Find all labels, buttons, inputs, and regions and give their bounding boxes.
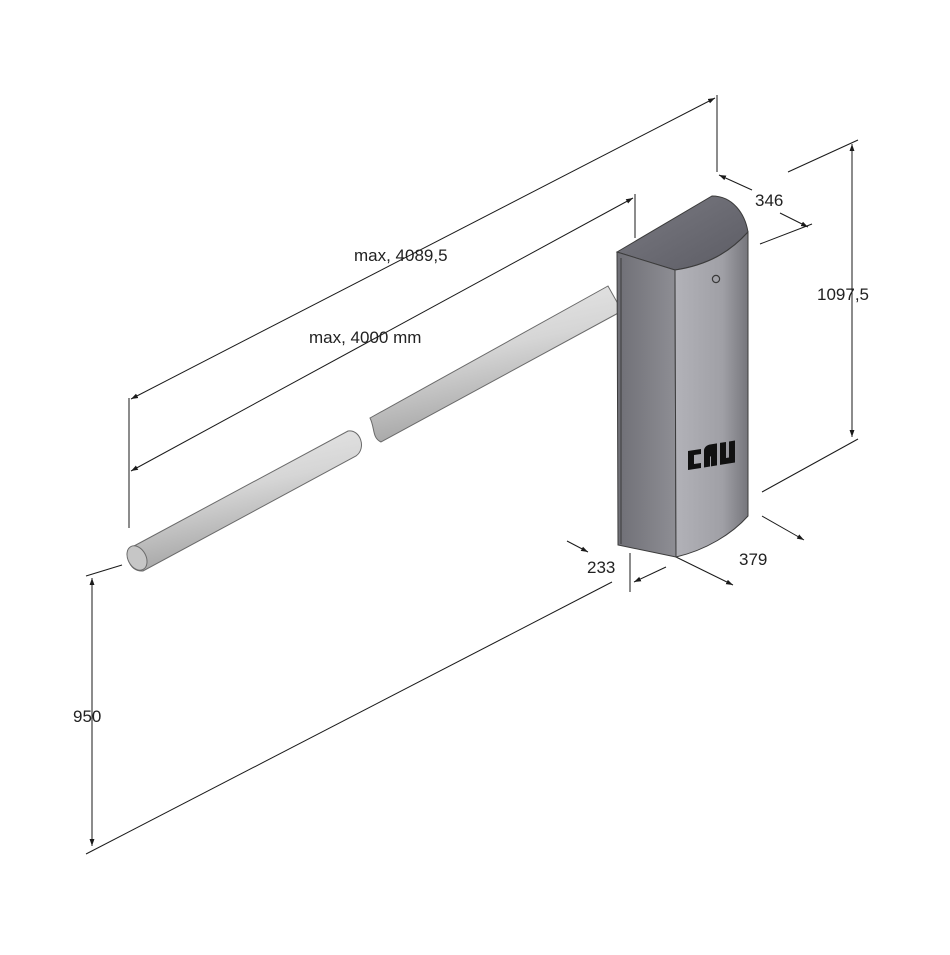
brand-logo [688, 440, 735, 470]
overall-length-label: max, 4089,5 [354, 246, 448, 265]
cabinet-front-face [616, 251, 677, 558]
width-label: 233 [587, 558, 615, 577]
boom-end-cap [126, 545, 148, 571]
boom-height-label: 950 [73, 707, 101, 726]
boom-length-dimension [130, 194, 636, 472]
boom-length-label: max, 4000 mm [309, 328, 421, 347]
height-dimension [761, 139, 859, 493]
boom-far-section [369, 285, 623, 443]
top-depth-dimension [718, 174, 813, 245]
key-lock [711, 274, 721, 284]
top-depth-label: 346 [755, 191, 783, 210]
base-depth-label: 379 [739, 550, 767, 569]
barrier-cabinet [615, 195, 749, 558]
width-dimension [566, 540, 667, 592]
boom-near-section [128, 430, 362, 572]
height-label: 1097,5 [817, 285, 869, 304]
dimension-lines [85, 95, 859, 855]
boom-height-dimension [85, 564, 613, 855]
cabinet-side-face [674, 230, 749, 558]
boom-arm [126, 285, 623, 572]
base-depth-dimension [675, 515, 805, 586]
dimension-labels: max, 4089,5 max, 4000 mm 346 1097,5 233 … [73, 191, 869, 726]
